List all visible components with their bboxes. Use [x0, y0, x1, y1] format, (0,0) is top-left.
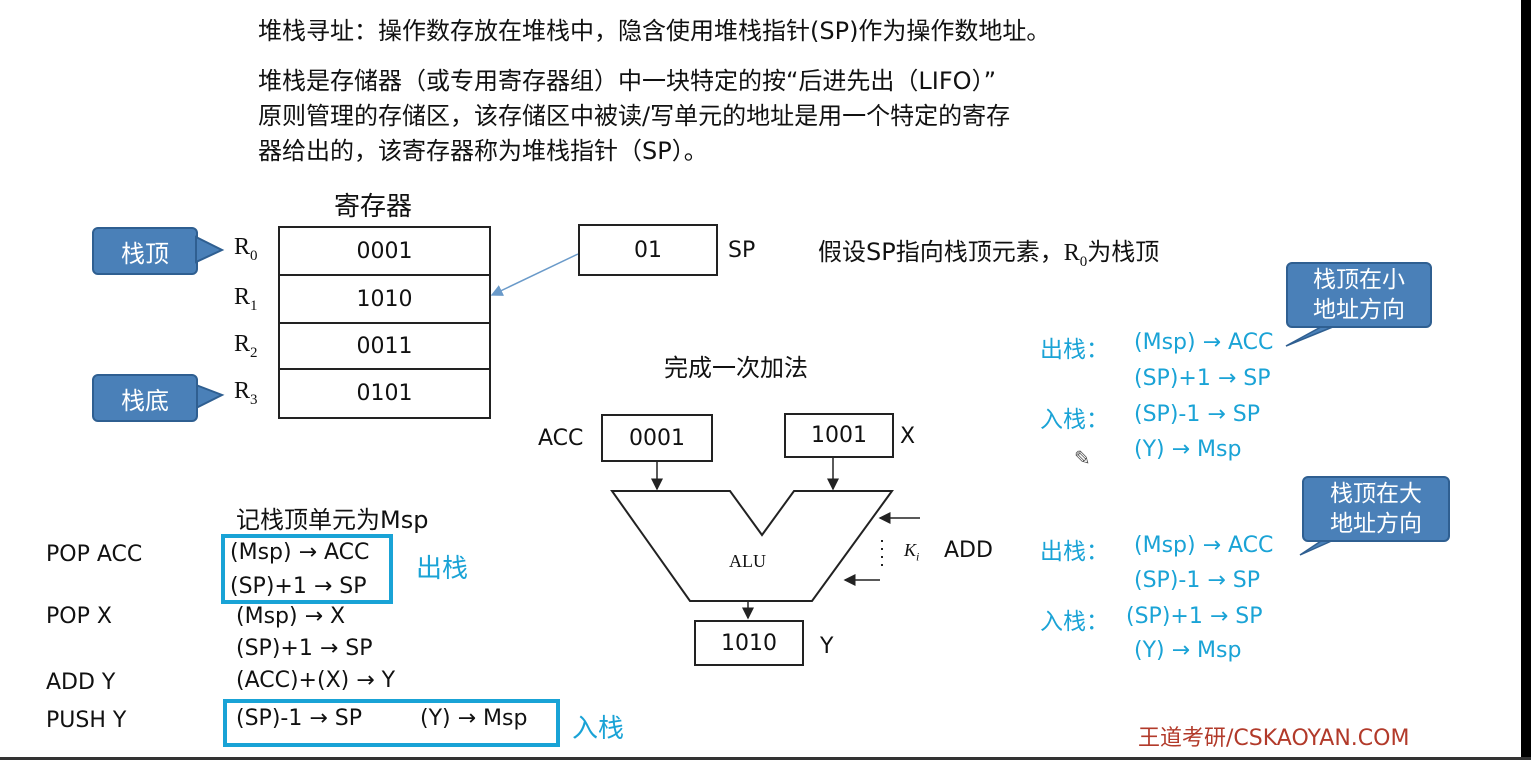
sp-pointer-arrow [490, 253, 579, 296]
op-push-y-2: (Y) → Msp [420, 706, 528, 731]
alu-title: 完成一次加法 [664, 354, 808, 382]
reg-cell-r0: 0001 [278, 226, 491, 276]
small-pop-op-1: (Msp) → ACC [1134, 330, 1274, 355]
big-push-label: 入栈： [1040, 609, 1109, 635]
callout-stack-top: 栈顶 [92, 227, 198, 275]
big-push-op-2: (Y) → Msp [1134, 638, 1242, 663]
callout-small-addr: 栈顶在小 地址方向 [1286, 262, 1432, 328]
y-register: 1010 [694, 620, 804, 666]
pop-tag: 出栈 [416, 554, 469, 584]
big-push-op-1: (SP)+1 → SP [1126, 604, 1263, 629]
op-add-y: (ACC)+(X) → Y [236, 668, 396, 693]
reg-cell-r3: 0101 [278, 368, 491, 419]
reg-label-r2: R2 [234, 331, 258, 361]
alu-label: ALU [729, 551, 766, 571]
push-highlight-box [223, 699, 560, 747]
sp-label: SP [728, 238, 756, 263]
paragraph-line-3: 器给出的，该寄存器称为堆栈指针（SP）。 [258, 137, 708, 165]
sp-note: 假设SP指向栈顶元素，R0为栈顶 [818, 238, 1160, 270]
op-pop-x-1: (Msp) → X [236, 604, 346, 629]
reg-cell-r2: 0011 [278, 322, 491, 370]
paragraph-line-2: 原则管理的存储区，该存储区中被读/写单元的地址是用一个特定的寄存 [258, 102, 1011, 130]
instr-push-y: PUSH Y [46, 708, 127, 733]
msp-note: 记栈顶单元为Msp [236, 506, 429, 534]
paragraph-line-1: 堆栈是存储器（或专用寄存器组）中一块特定的按“后进先出（LIFO）” [258, 67, 997, 95]
add-label: ADD [944, 538, 993, 563]
y-label: Y [820, 634, 834, 659]
reg-label-r1: R1 [234, 284, 258, 314]
bottom-edge-bar [0, 757, 1531, 760]
small-push-op-2: (Y) → Msp [1134, 437, 1242, 462]
heading-line: 堆栈寻址：操作数存放在堆栈中，隐含使用堆栈指针(SP)作为操作数地址。 [258, 17, 1051, 45]
small-pop-label: 出栈： [1040, 337, 1109, 363]
acc-label: ACC [538, 426, 584, 451]
alu-shape [610, 490, 894, 602]
sp-register: 01 [578, 224, 718, 276]
pop-highlight-box [221, 534, 393, 604]
pencil-icon[interactable]: ✎ [1074, 446, 1091, 470]
small-push-op-1: (SP)-1 → SP [1134, 402, 1260, 427]
right-edge-bar [1521, 0, 1531, 760]
instr-add-y: ADD Y [46, 670, 116, 695]
instr-pop-x: POP X [46, 604, 112, 629]
big-pop-op-2: (SP)-1 → SP [1134, 568, 1260, 593]
small-push-label: 入栈： [1040, 407, 1109, 433]
instr-pop-acc: POP ACC [46, 542, 143, 567]
push-tag: 入栈 [572, 714, 625, 744]
big-pop-label: 出栈： [1040, 539, 1109, 565]
op-pop-acc-2: (SP)+1 → SP [230, 574, 367, 599]
watermark: 王道考研/CSKAOYAN.COM [1138, 726, 1410, 751]
reg-label-r0: R0 [234, 234, 258, 264]
op-pop-acc-1: (Msp) → ACC [230, 540, 370, 565]
reg-label-r3: R3 [234, 378, 258, 408]
op-push-y-1: (SP)-1 → SP [236, 706, 362, 731]
registers-title: 寄存器 [334, 192, 413, 222]
reg-cell-r1: 1010 [278, 274, 491, 324]
x-label: X [900, 424, 916, 449]
big-pop-op-1: (Msp) → ACC [1134, 533, 1274, 558]
op-pop-x-2: (SP)+1 → SP [236, 636, 373, 661]
callout-stack-bottom: 栈底 [92, 374, 198, 422]
callout-big-addr: 栈顶在大 地址方向 [1302, 476, 1450, 542]
ki-label: Ki [904, 540, 920, 564]
acc-register: 0001 [601, 414, 713, 462]
x-register: 1001 [784, 413, 894, 458]
small-pop-op-2: (SP)+1 → SP [1134, 366, 1271, 391]
